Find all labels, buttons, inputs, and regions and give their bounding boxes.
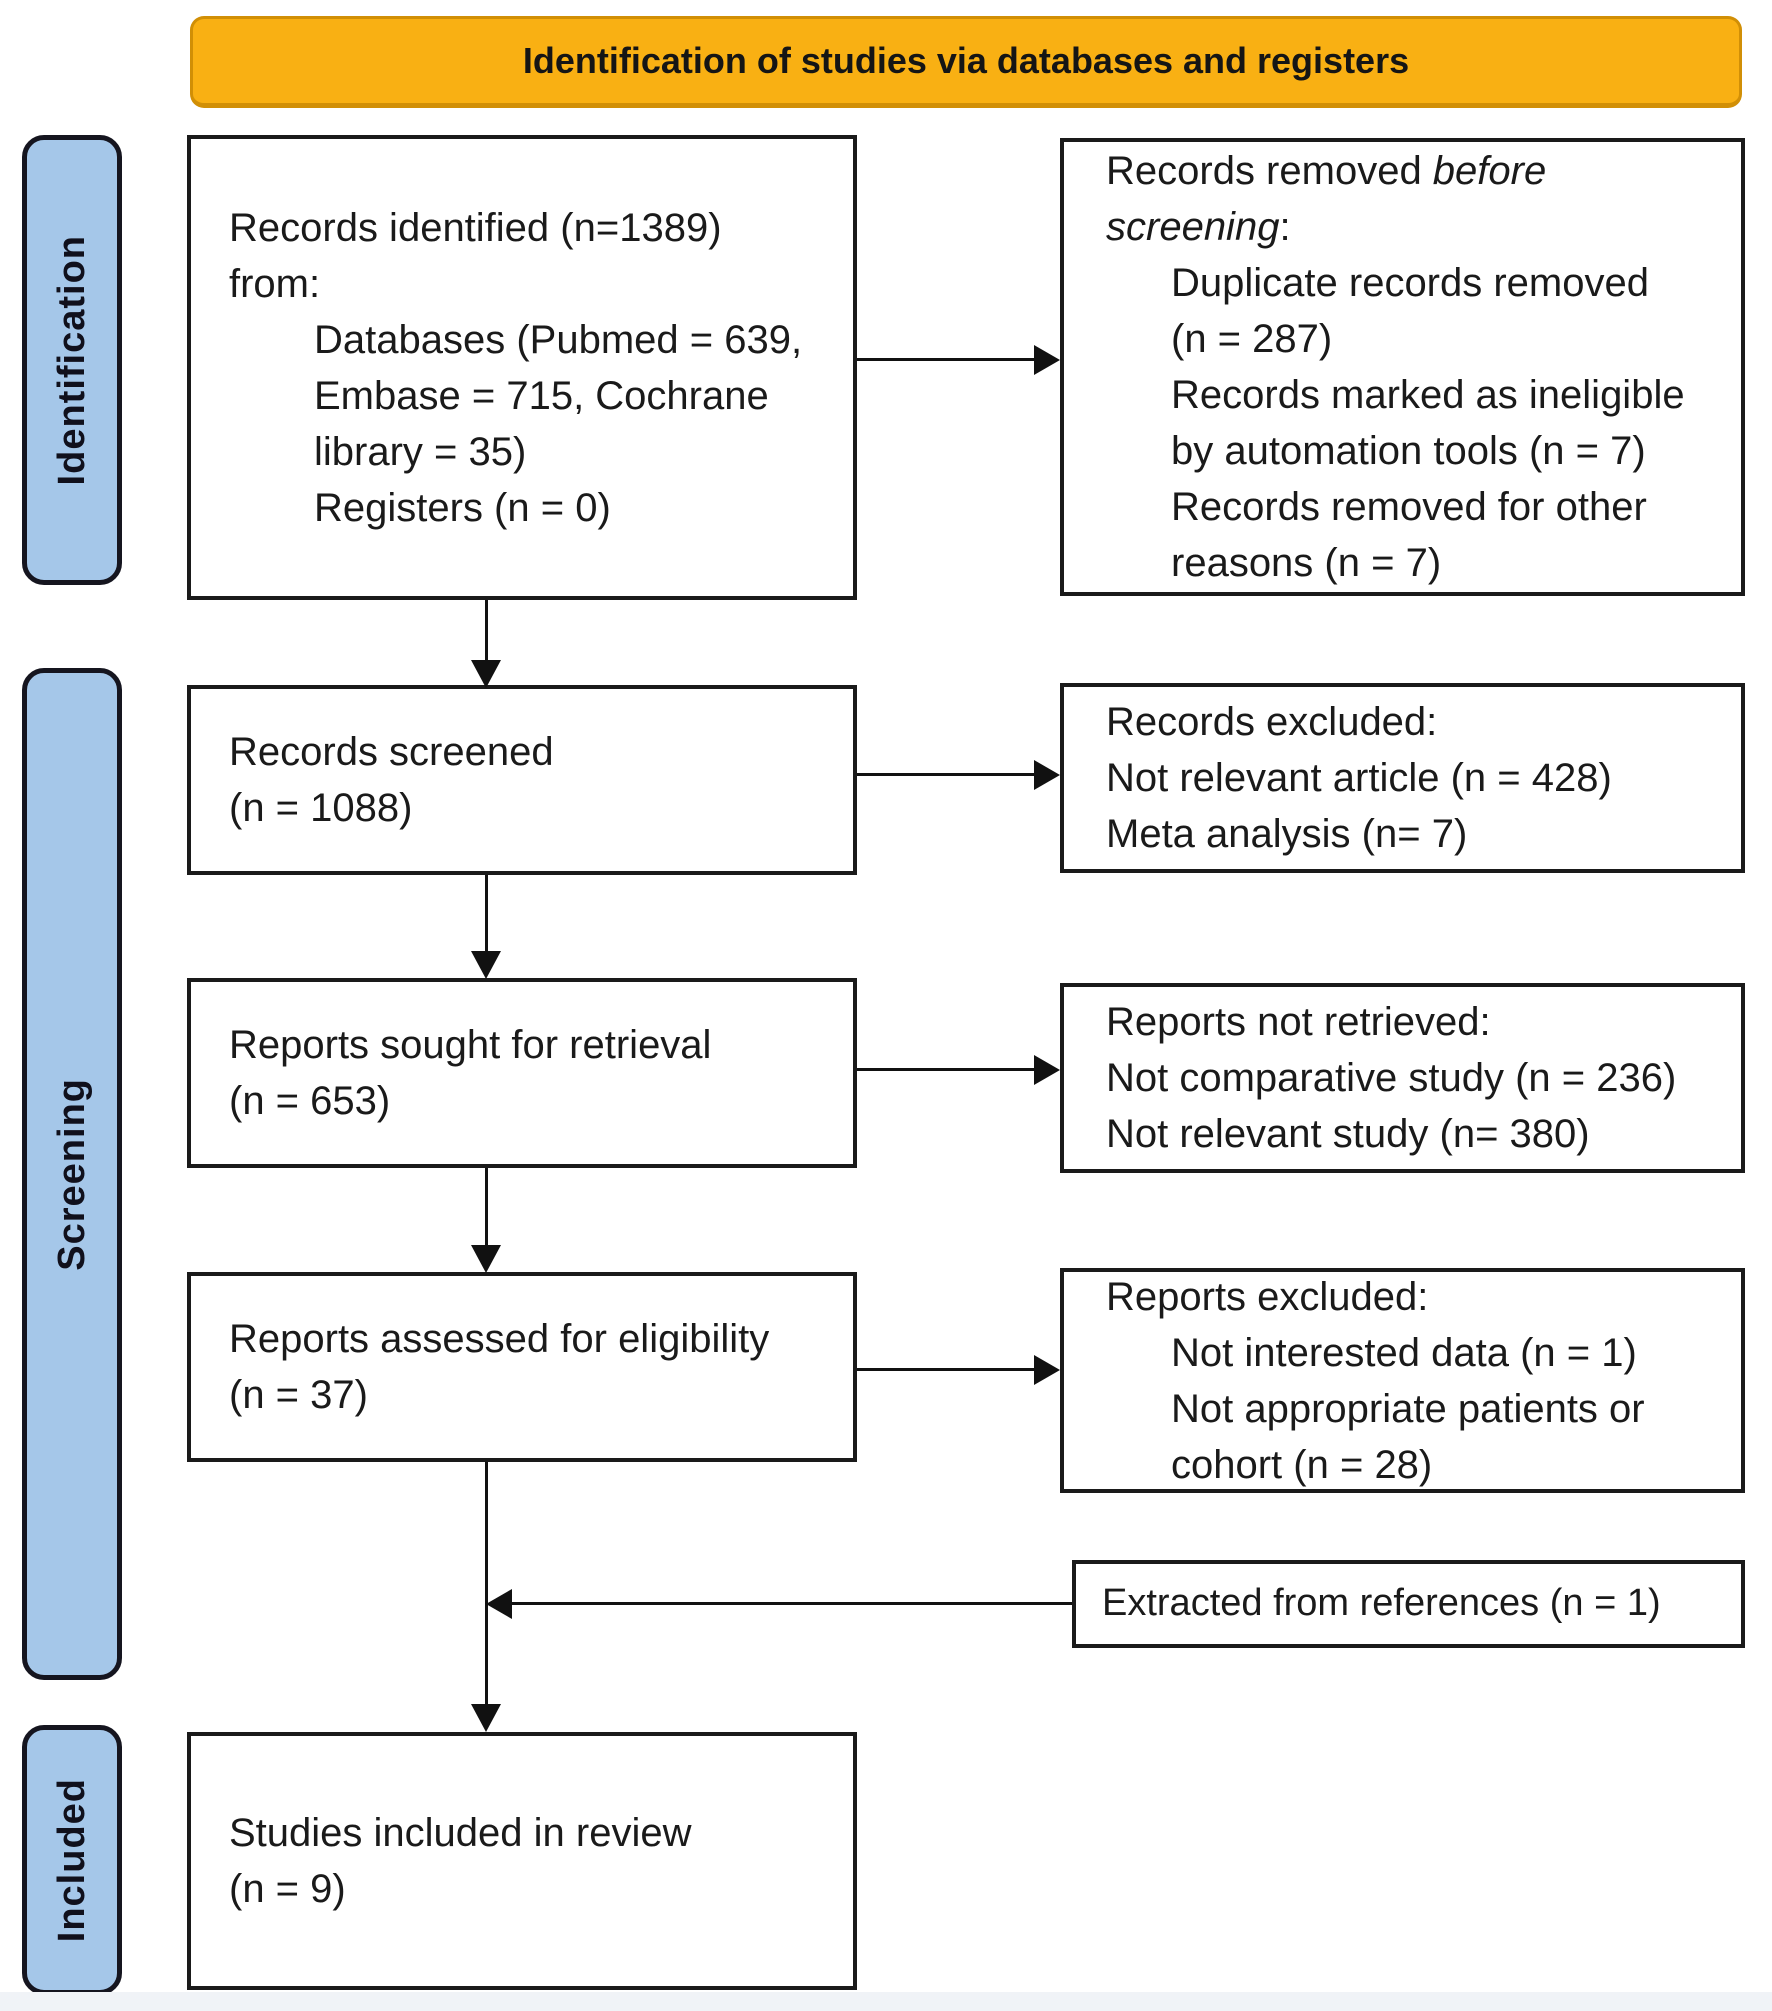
phase-bar-included: Included [22,1725,122,1995]
reports-excluded-sub2: Not appropriate patients or [1171,1386,1645,1431]
records-removed-prefix: Records removed [1106,149,1433,193]
arrow-line-screened-to-sought [485,875,488,951]
box-records-screened: Records screened (n = 1088) [187,685,857,875]
records-identified-line2: from: [229,261,321,306]
records-removed-italic-before: before [1432,149,1547,193]
arrow-line-assessed-to-excluded [857,1368,1037,1371]
reports-not-retrieved-line3: Not relevant study (n= 380) [1106,1112,1590,1156]
records-identified-sub1: Databases (Pubmed = 639, [314,317,803,362]
records-excluded-line3: Meta analysis (n= 7) [1106,812,1468,856]
reports-assessed-line1: Reports assessed for eligibility [229,1317,770,1361]
arrow-line-identified-to-screened [485,600,488,662]
records-identified-sub4: Registers (n = 0) [314,485,611,530]
phase-bar-screening: Screening [22,668,122,1680]
phase-bar-identification: Identification [22,135,122,585]
arrowhead-down-icon [471,1245,501,1273]
banner-identification-via-databases: Identification of studies via databases … [190,16,1742,108]
box-extracted-from-references: Extracted from references (n = 1) [1072,1560,1745,1648]
records-removed-sub5: Records removed for other [1171,485,1647,529]
footer-strip [0,1992,1772,2011]
records-removed-sub4: by automation tools (n = 7) [1171,429,1646,473]
extracted-references-line1: Extracted from references (n = 1) [1102,1582,1661,1625]
records-removed-colon: : [1279,205,1291,249]
arrowhead-right-icon [1034,760,1060,790]
arrow-line-sought-to-not-retrieved [857,1068,1037,1071]
box-reports-excluded: Reports excluded: Not interested data (n… [1060,1268,1745,1493]
arrow-line-assessed-to-included [485,1462,488,1704]
phase-label-screening: Screening [50,1077,93,1271]
reports-excluded-sub1: Not interested data (n = 1) [1171,1330,1637,1375]
box-records-excluded: Records excluded: Not relevant article (… [1060,683,1745,873]
reports-assessed-line2: (n = 37) [229,1373,368,1417]
records-identified-sub3: library = 35) [314,429,527,474]
records-removed-sub2: (n = 287) [1171,317,1333,361]
records-removed-sub1: Duplicate records removed [1171,261,1649,305]
records-identified-sub2: Embase = 715, Cochrane [314,373,769,418]
reports-not-retrieved-line2: Not comparative study (n = 236) [1106,1056,1677,1100]
arrow-line-sought-to-assessed [485,1168,488,1245]
arrowhead-right-icon [1034,1055,1060,1085]
arrow-line-screened-to-excluded [857,773,1037,776]
reports-excluded-line1: Reports excluded: [1106,1274,1429,1319]
arrowhead-down-icon [471,951,501,979]
arrowhead-down-icon [471,1704,501,1732]
records-removed-line2: screening: [1106,199,1733,255]
phase-label-included: Included [50,1777,93,1943]
arrowhead-right-icon [1034,345,1060,375]
box-records-identified: Records identified (n=1389) from: Databa… [187,135,857,600]
box-records-removed-before-screening: Records removed before screening: Duplic… [1060,138,1745,596]
phase-label-identification: Identification [50,234,93,486]
arrowhead-right-icon [1034,1355,1060,1385]
studies-included-line2: (n = 9) [229,1867,346,1911]
records-removed-sub6: reasons (n = 7) [1171,541,1442,585]
arrow-line-extracted-to-main [512,1602,1072,1605]
arrow-line-identified-to-removed [857,358,1037,361]
reports-excluded-sub3: cohort (n = 28) [1171,1442,1433,1487]
records-identified-line1: Records identified (n=1389) [229,205,722,250]
records-excluded-line2: Not relevant article (n = 428) [1106,756,1612,800]
records-excluded-line1: Records excluded: [1106,700,1438,744]
records-screened-line1: Records screened [229,730,554,774]
reports-sought-line2: (n = 653) [229,1079,391,1123]
box-reports-assessed-for-eligibility: Reports assessed for eligibility (n = 37… [187,1272,857,1462]
reports-sought-line1: Reports sought for retrieval [229,1023,712,1067]
arrowhead-left-icon [486,1589,512,1619]
studies-included-line1: Studies included in review [229,1811,692,1855]
box-reports-sought-for-retrieval: Reports sought for retrieval (n = 653) [187,978,857,1168]
reports-not-retrieved-line1: Reports not retrieved: [1106,1000,1491,1044]
records-removed-italic-screening: screening [1106,205,1280,249]
box-studies-included-in-review: Studies included in review (n = 9) [187,1732,857,1990]
records-removed-sub3: Records marked as ineligible [1171,373,1685,417]
arrowhead-down-icon [471,660,501,688]
banner-title: Identification of studies via databases … [522,40,1410,81]
records-screened-line2: (n = 1088) [229,786,413,830]
records-removed-line1: Records removed before [1106,143,1733,199]
box-reports-not-retrieved: Reports not retrieved: Not comparative s… [1060,983,1745,1173]
